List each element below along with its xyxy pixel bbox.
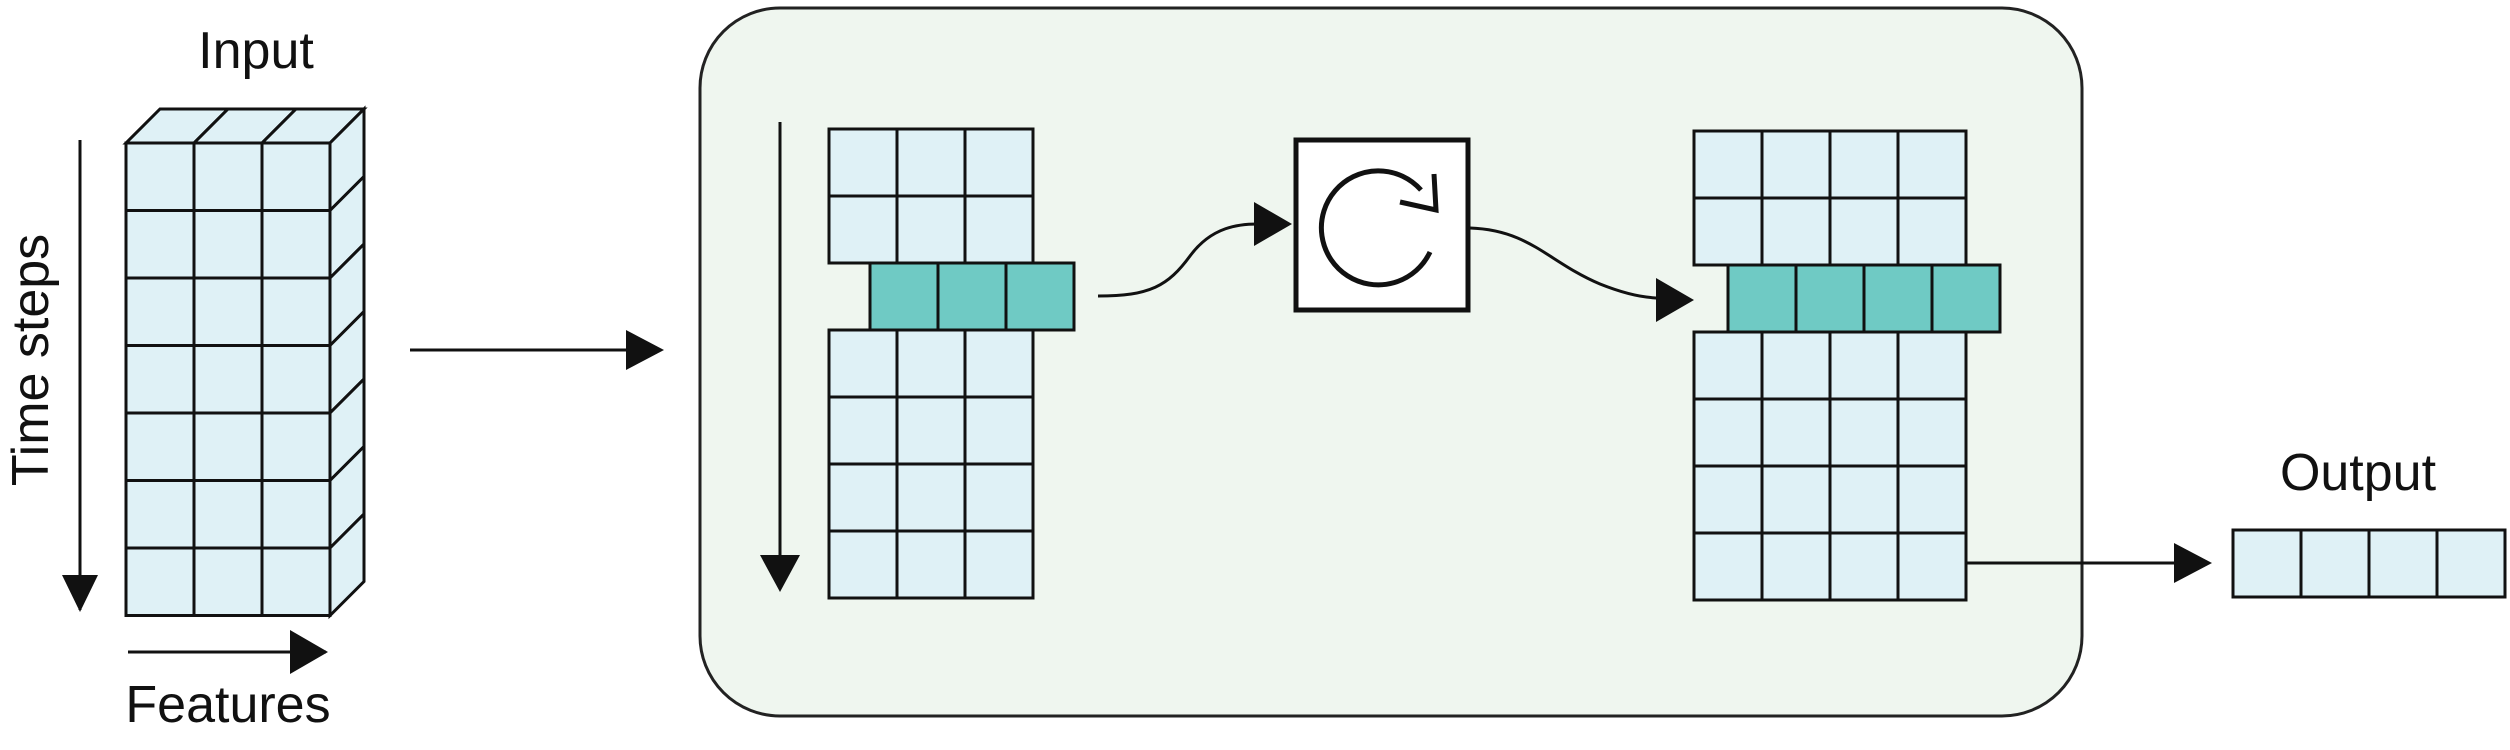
target-sequence-cell	[1692, 196, 1764, 267]
target-sequence-cell	[1896, 464, 1968, 535]
input-tensor-cell	[192, 479, 264, 550]
input-label: Input	[198, 22, 314, 80]
source-sequence-cell	[827, 395, 899, 466]
from-recurrent-cell-arrowhead	[1656, 278, 1694, 322]
source-sequence-cell	[963, 395, 1035, 466]
output-vector-cell	[2435, 528, 2507, 599]
input-tensor-cell	[124, 546, 196, 617]
input-tensor-cell	[260, 344, 332, 415]
target-sequence-cell	[1760, 330, 1832, 401]
target-sequence-cell	[1692, 397, 1764, 468]
output-label: Output	[2280, 444, 2437, 502]
sequence-time-arrowhead	[760, 555, 800, 592]
features-label: Features	[125, 676, 330, 734]
source-sequence-cell	[895, 462, 967, 533]
source-sequence-cell	[963, 194, 1035, 265]
input-tensor-cell	[124, 479, 196, 550]
input-to-panel-arrowhead	[626, 330, 664, 370]
target-sequence-cell	[1692, 330, 1764, 401]
target-sequence-cell	[1760, 129, 1832, 200]
to-recurrent-cell-curve	[1097, 222, 1259, 298]
source-sequence-cell	[963, 127, 1035, 198]
input-tensor-cell	[124, 141, 196, 212]
target-sequence-cell	[1896, 196, 1968, 267]
source-sequence-cell	[895, 328, 967, 399]
source-sequence-cell	[827, 529, 899, 600]
target-sequence-cell	[1896, 129, 1968, 200]
source-sequence-cell	[895, 395, 967, 466]
target-sequence-cell	[1760, 196, 1832, 267]
source-sequence-cell	[963, 328, 1035, 399]
source-sequence-cell	[963, 529, 1035, 600]
input-tensor-cell	[192, 344, 264, 415]
target-sequence-cell	[1760, 397, 1832, 468]
source-sequence-cell	[895, 194, 967, 265]
source-sequence-highlighted-cell	[1004, 261, 1076, 332]
target-sequence-highlighted-cell	[1726, 263, 1798, 334]
input-tensor-cell	[124, 344, 196, 415]
input-tensor-cell	[192, 209, 264, 280]
target-sequence-cell	[1828, 196, 1900, 267]
panel-to-output-arrowhead	[2174, 543, 2212, 583]
target-sequence-cell	[1896, 330, 1968, 401]
input-tensor-cell	[192, 411, 264, 482]
input-tensor-cell	[260, 546, 332, 617]
output-vector-cell	[2231, 528, 2303, 599]
source-sequence-highlighted-cell	[936, 261, 1008, 332]
source-sequence-cell	[827, 328, 899, 399]
input-tensor-cell	[192, 546, 264, 617]
input-tensor-cell	[260, 209, 332, 280]
target-sequence-cell	[1828, 129, 1900, 200]
target-sequence-cell	[1828, 397, 1900, 468]
target-sequence-cell	[1828, 330, 1900, 401]
target-sequence-cell	[1692, 129, 1764, 200]
from-recurrent-cell-curve	[1469, 226, 1661, 300]
output-vector	[2231, 528, 2507, 599]
input-tensor-cell	[260, 411, 332, 482]
input-tensor-cell	[260, 276, 332, 347]
source-sequence-cell	[963, 462, 1035, 533]
target-sequence-cell	[1896, 397, 1968, 468]
input-tensor-cell	[260, 479, 332, 550]
output-vector-cell	[2299, 528, 2371, 599]
target-sequence-cell	[1828, 464, 1900, 535]
target-sequence-cell	[1760, 464, 1832, 535]
source-sequence-cell	[895, 127, 967, 198]
source-sequence-cell	[827, 194, 899, 265]
source-sequence-cell	[827, 462, 899, 533]
time-steps-arrowhead	[62, 575, 98, 612]
input-tensor-cell	[124, 276, 196, 347]
time-steps-label: Time steps	[2, 234, 60, 486]
target-sequence-grid	[1692, 129, 2002, 602]
target-sequence-cell	[1896, 531, 1968, 602]
features-arrowhead	[290, 630, 328, 674]
input-tensor-cell	[124, 209, 196, 280]
loop-arrow-icon	[1318, 168, 1439, 288]
source-sequence-cell	[827, 127, 899, 198]
target-sequence-cell	[1828, 531, 1900, 602]
source-sequence-grid	[827, 127, 1076, 600]
recurrent-cell	[1293, 137, 1471, 313]
input-tensor	[122, 105, 368, 620]
target-sequence-highlighted-cell	[1794, 263, 1866, 334]
output-vector-cell	[2367, 528, 2439, 599]
input-tensor-cell	[192, 141, 264, 212]
target-sequence-cell	[1692, 464, 1764, 535]
target-sequence-cell	[1692, 531, 1764, 602]
input-tensor-cell	[260, 141, 332, 212]
target-sequence-cell	[1760, 531, 1832, 602]
source-sequence-cell	[895, 529, 967, 600]
target-sequence-highlighted-cell	[1930, 263, 2002, 334]
target-sequence-highlighted-cell	[1862, 263, 1934, 334]
input-tensor-cell	[192, 276, 264, 347]
input-tensor-cell	[124, 411, 196, 482]
to-recurrent-cell-arrowhead	[1254, 202, 1292, 246]
source-sequence-highlighted-cell	[868, 261, 940, 332]
